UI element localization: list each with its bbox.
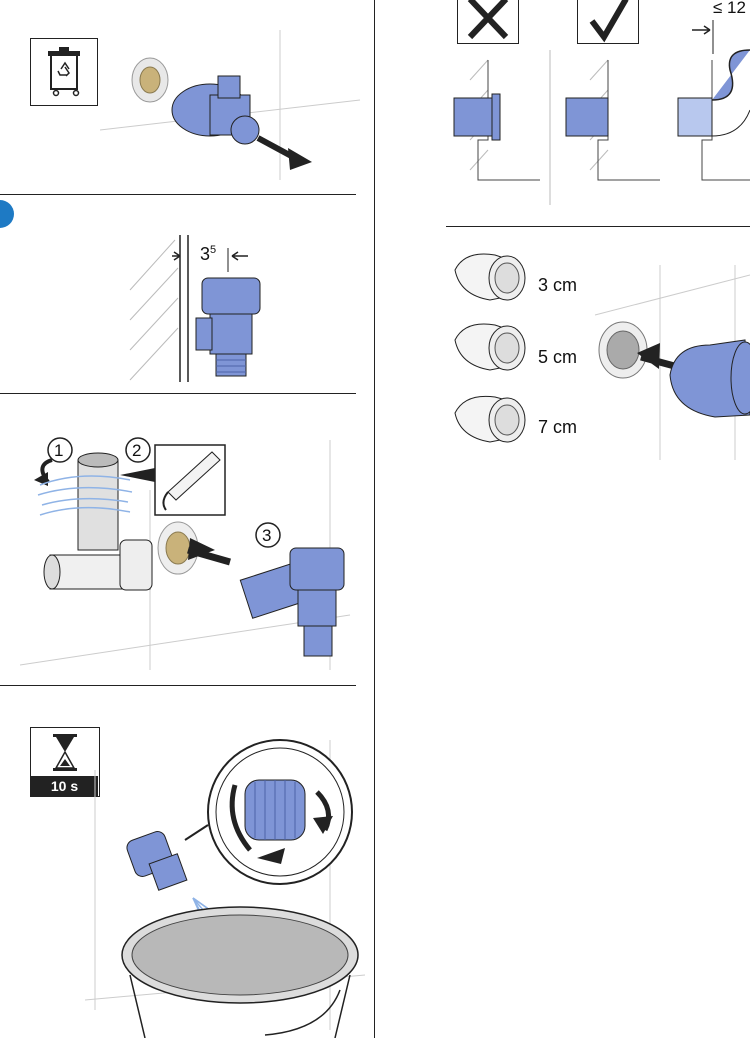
step-marker [0, 200, 14, 228]
adapter-label-7cm: 7 cm [538, 417, 578, 437]
adapter-label-5cm: 5 cm [538, 347, 578, 367]
divider-2 [0, 393, 356, 394]
divider-1 [0, 194, 356, 195]
adapter-illustrations [454, 253, 750, 460]
valve-distance-illustration [129, 235, 261, 382]
adapter-label-3cm: 3 cm [538, 275, 578, 295]
cross-icon [467, 0, 509, 40]
right-divider [446, 226, 750, 227]
distance-value: 3 [200, 244, 211, 264]
thread-seal-install-illustration: 1 2 3 [20, 437, 351, 670]
max-distance-label: ≤ 12 [713, 0, 746, 17]
hourglass-icon [53, 734, 77, 771]
recycle-bin-icon [30, 38, 98, 106]
flush-valve-illustration [85, 739, 366, 1038]
timer-badge: 10 s [30, 727, 100, 797]
distance-dimension: 35 [200, 244, 216, 265]
step-1-number: 1 [54, 441, 63, 460]
old-valve-illustration [100, 30, 361, 180]
panel-remove-old-valve [0, 0, 374, 195]
timer-label: 10 s [50, 778, 79, 794]
distance-superscript: 5 [210, 244, 217, 256]
divider-3 [0, 685, 356, 686]
step-3-number: 3 [262, 526, 271, 545]
check-icon [589, 0, 629, 43]
step-2-number: 2 [132, 441, 141, 460]
pipe-placement-illustration [453, 20, 750, 205]
right-icon-box [577, 0, 639, 44]
column-divider [374, 0, 375, 1038]
wrong-icon-box [457, 0, 519, 44]
